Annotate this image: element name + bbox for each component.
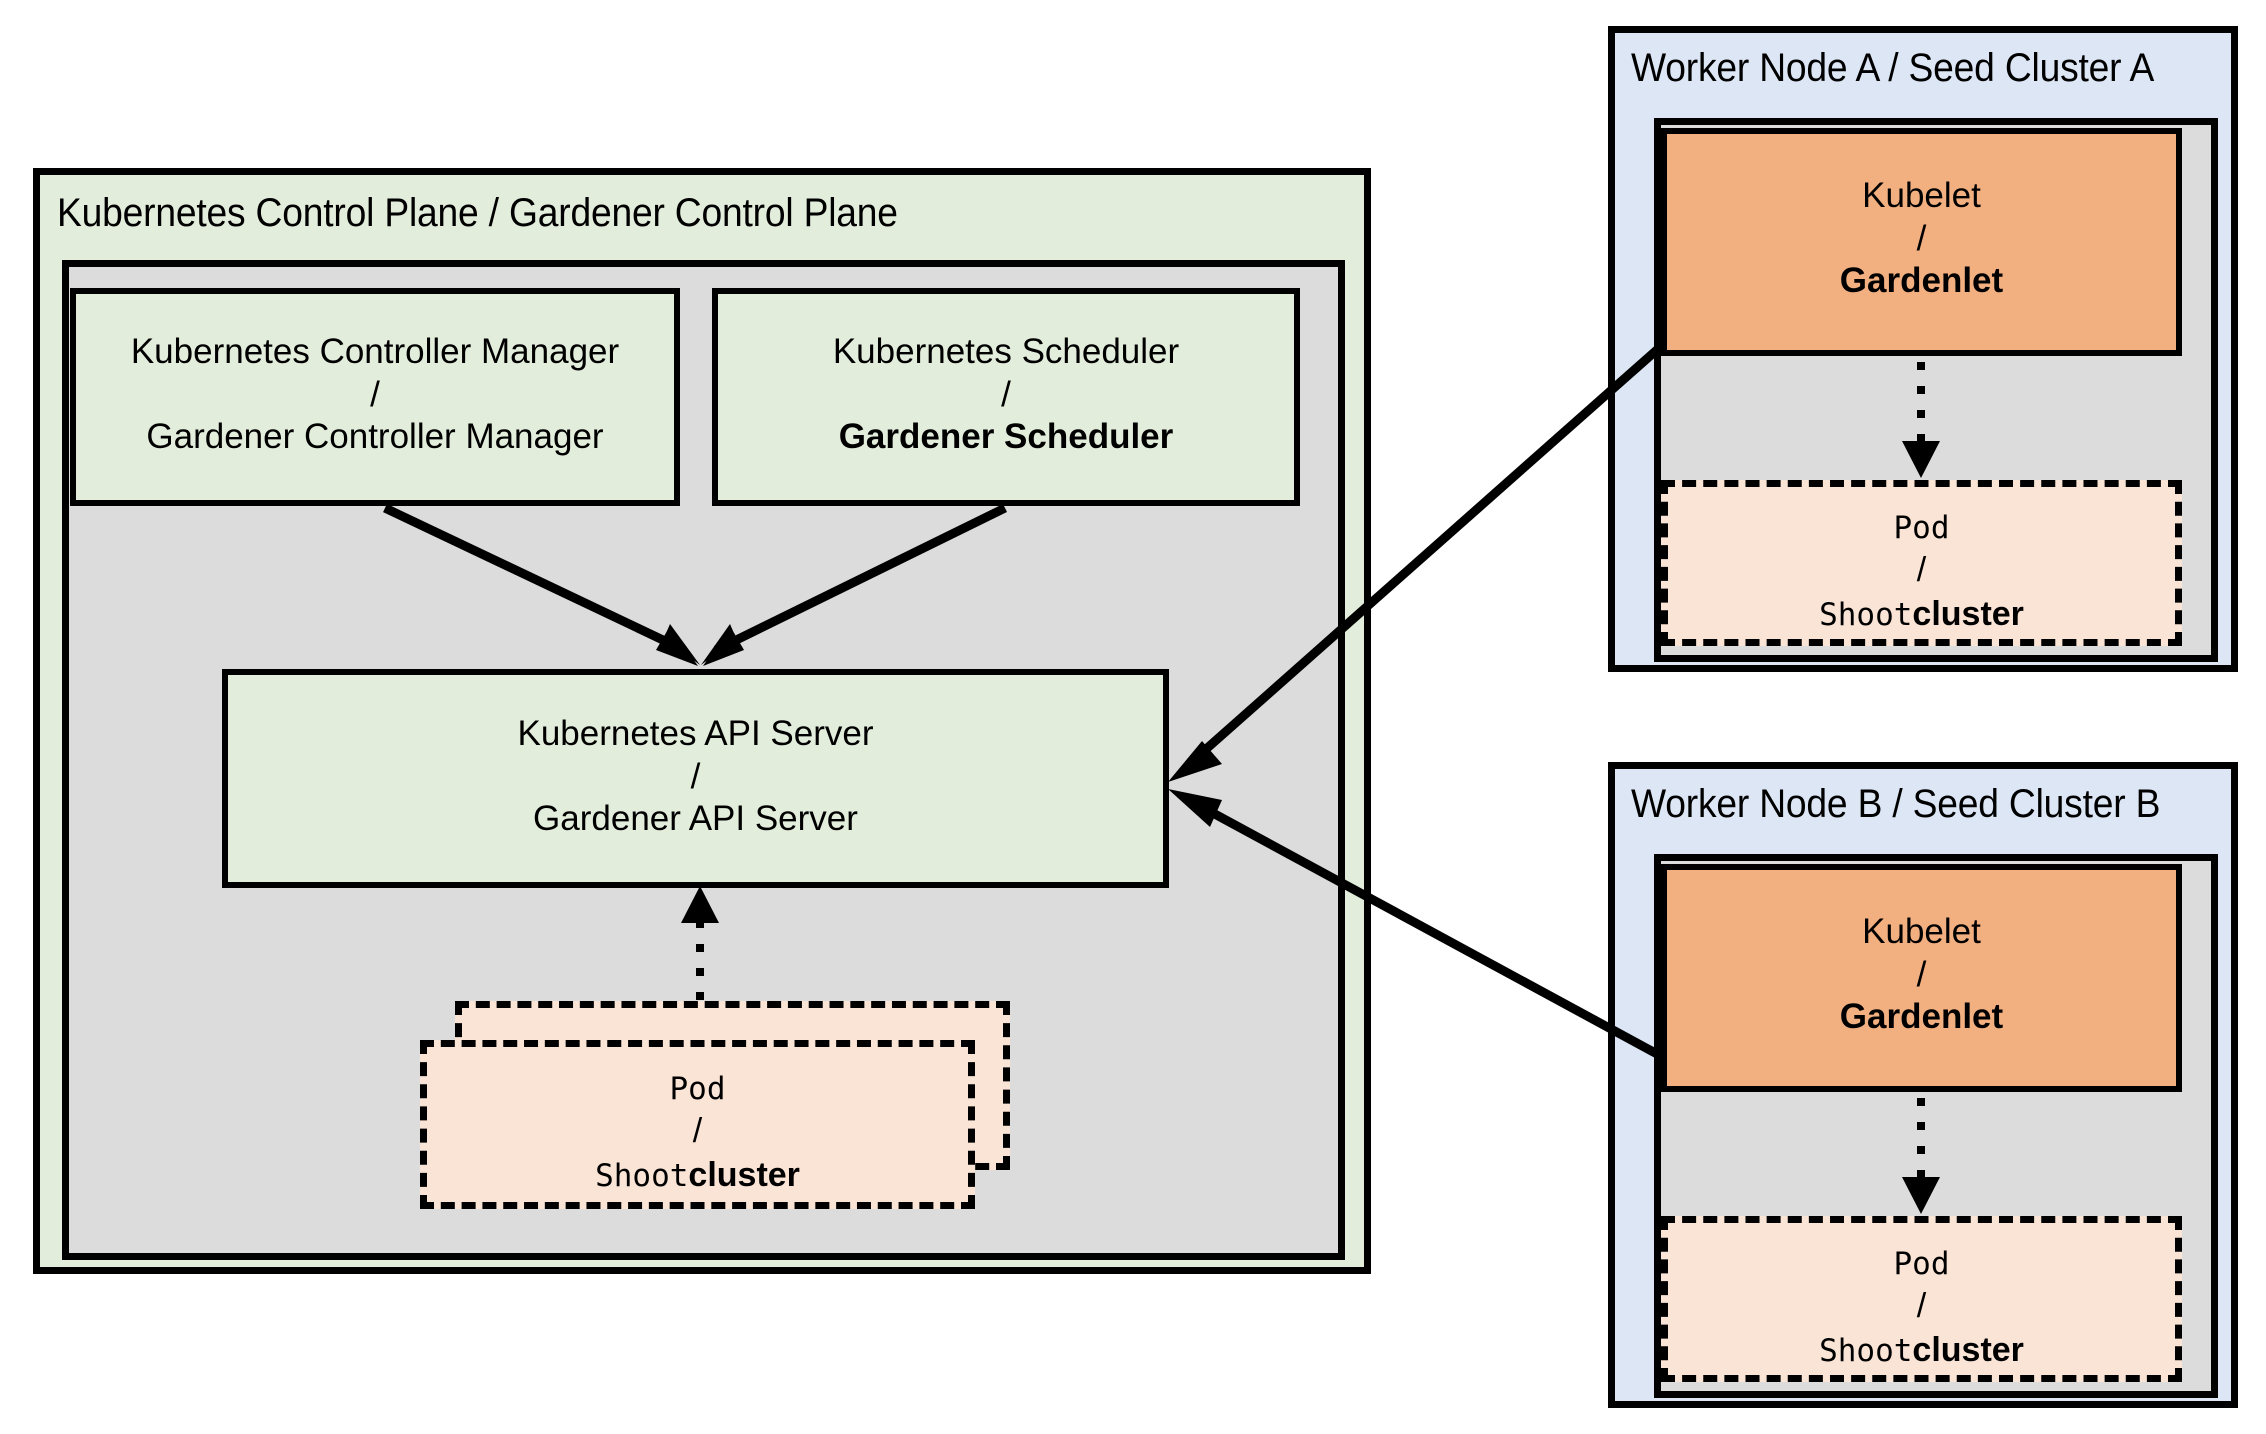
worker-node-b-pod-box[interactable]: Pod / Shootcluster — [1661, 1216, 2182, 1382]
scheduler-line1: Kubernetes Scheduler — [832, 332, 1180, 371]
worker-node-a-kubelet-separator: / — [1916, 218, 1927, 258]
scheduler-separator: / — [1001, 374, 1011, 414]
worker-node-b-kubelet-separator: / — [1916, 954, 1927, 994]
worker-node-b-kubelet-line1: Kubelet — [1862, 912, 1981, 951]
worker-node-b-kubelet-line2: Gardenlet — [1839, 997, 2004, 1037]
controller-manager-label: Kubernetes Controller Manager / Gardener… — [76, 331, 674, 459]
control-plane-pod-line2: Shootcluster — [427, 1153, 968, 1197]
control-plane-pod-separator: / — [692, 1112, 703, 1151]
worker-node-b-pod-line2-mono: Shoot — [1819, 1333, 1913, 1370]
control-plane-pod-box[interactable]: Pod / Shootcluster — [420, 1040, 975, 1209]
worker-node-b-pod-line2: Shootcluster — [1668, 1328, 2175, 1372]
worker-node-b-pod-label: Pod / Shootcluster — [1668, 1244, 2175, 1373]
control-plane-pod-label: Pod / Shootcluster — [427, 1069, 968, 1198]
kubernetes-controller-manager-box[interactable]: Kubernetes Controller Manager / Gardener… — [70, 288, 680, 506]
control-plane-pod-line2-bold: cluster — [688, 1156, 800, 1195]
controller-manager-line1: Kubernetes Controller Manager — [130, 332, 620, 371]
worker-node-a-pod-separator: / — [1916, 551, 1927, 590]
worker-node-b-pod-line2-bold: cluster — [1912, 1331, 2024, 1370]
worker-node-a-pod-line1: Pod — [1893, 510, 1950, 546]
api-server-separator: / — [690, 756, 701, 796]
worker-node-b-pod-separator: / — [1916, 1287, 1927, 1326]
control-plane-title: Kubernetes Control Plane / Gardener Cont… — [57, 191, 898, 235]
api-server-line2: Gardener API Server — [533, 799, 858, 839]
api-server-label: Kubernetes API Server / Gardener API Ser… — [228, 713, 1163, 841]
worker-node-a-pod-line2: Shootcluster — [1668, 592, 2175, 636]
kubernetes-api-server-box[interactable]: Kubernetes API Server / Gardener API Ser… — [222, 669, 1169, 888]
worker-node-a-pod-label: Pod / Shootcluster — [1668, 508, 2175, 637]
worker-node-a-pod-line2-mono: Shoot — [1819, 597, 1913, 634]
control-plane-pod-line1: Pod — [669, 1071, 726, 1107]
worker-node-b-kubelet-box[interactable]: Kubelet / Gardenlet — [1661, 864, 2182, 1092]
worker-node-a-pod-box[interactable]: Pod / Shootcluster — [1661, 480, 2182, 646]
worker-node-a-pod-line2-bold: cluster — [1912, 595, 2024, 634]
control-plane-pod-line2-mono: Shoot — [595, 1158, 689, 1195]
controller-manager-separator: / — [370, 374, 380, 414]
worker-node-a-kubelet-box[interactable]: Kubelet / Gardenlet — [1661, 128, 2182, 356]
worker-node-b-kubelet-label: Kubelet / Gardenlet — [1667, 911, 2176, 1039]
scheduler-line2: Gardener Scheduler — [838, 417, 1174, 457]
worker-node-a-kubelet-line1: Kubelet — [1862, 176, 1981, 215]
worker-node-b-title: Worker Node B / Seed Cluster B — [1631, 782, 2161, 826]
worker-node-a-kubelet-line2: Gardenlet — [1839, 261, 2004, 301]
kubernetes-scheduler-box[interactable]: Kubernetes Scheduler / Gardener Schedule… — [712, 288, 1300, 506]
scheduler-label: Kubernetes Scheduler / Gardener Schedule… — [718, 331, 1294, 459]
api-server-line1: Kubernetes API Server — [517, 714, 874, 753]
worker-node-a-kubelet-label: Kubelet / Gardenlet — [1667, 175, 2176, 303]
worker-node-b-pod-line1: Pod — [1893, 1246, 1950, 1282]
controller-manager-line2: Gardener Controller Manager — [146, 417, 604, 457]
worker-node-a-title: Worker Node A / Seed Cluster A — [1631, 46, 2155, 90]
